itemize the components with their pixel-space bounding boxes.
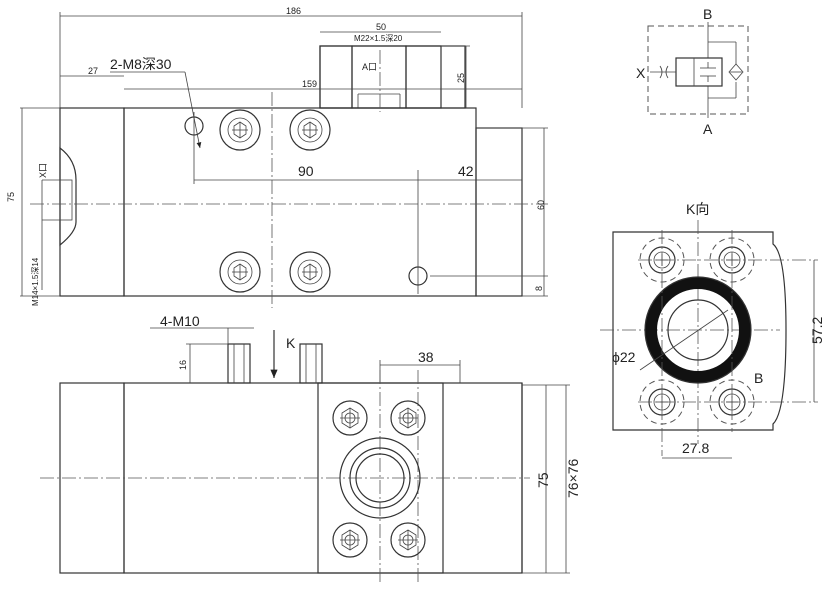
front-bolt-tl: [332, 400, 368, 436]
k-view-port-outer: [644, 276, 752, 384]
front-bolt-tr: [390, 400, 426, 436]
bolt-hole-top-right: [289, 109, 331, 151]
front-bolt-br: [390, 522, 426, 558]
stud-bolt-left: [227, 343, 251, 384]
symbol-label-a: A: [703, 121, 713, 137]
symbol-valve-box: [675, 57, 723, 87]
view-k-label: K: [286, 335, 296, 351]
front-bolt-bl: [332, 522, 368, 558]
dim-76-text: 76×76: [565, 458, 581, 498]
dim-90-text: 90: [298, 163, 314, 179]
hydraulic-symbol: B A X: [636, 6, 749, 137]
front-main-port-inner: [355, 453, 405, 503]
k-view-title: K向: [686, 201, 709, 217]
dim-27-text: 27: [88, 66, 98, 76]
dim-186-text: 186: [286, 6, 301, 16]
symbol-boundary: [647, 25, 749, 115]
dim-38-text: 38: [418, 349, 434, 365]
port-x-section: [59, 146, 77, 247]
k-view-outline: [612, 231, 787, 431]
holes-note-text: 2-M8深30: [110, 56, 172, 72]
symbol-label-x: X: [636, 65, 646, 81]
dim-42-text: 42: [458, 163, 474, 179]
dim-25-text: 25: [456, 73, 466, 83]
k-view-dim-572-text: 57.2: [809, 317, 825, 344]
k-view-phi22-text: ϕ22: [612, 349, 636, 365]
dim-16-text: 16: [178, 360, 188, 370]
front-main-port-outer: [339, 437, 421, 519]
front-main-port-middle: [349, 447, 411, 509]
x-thread-text: M14×1.5深14: [31, 257, 40, 306]
dim-60-text: 60: [536, 200, 546, 210]
bolt-hole-top-left: [219, 109, 261, 151]
front-view: 4-M10 16 K 38: [40, 313, 581, 585]
port-a-bore: [351, 45, 407, 109]
end-cover-left: [59, 107, 125, 297]
k-view: K向 ϕ22: [600, 201, 825, 459]
k-view-label-b: B: [754, 370, 763, 386]
stud-bolt-right: [299, 343, 323, 384]
k-view-port-seal-ring: [645, 277, 751, 383]
bolt-hole-bottom-right: [289, 251, 331, 293]
end-cover-right: [475, 127, 523, 297]
top-view: 186 A口 50 M22×1.5深20 25 27 2-M8深30 159: [6, 6, 548, 308]
port-a-label: A口: [362, 62, 377, 72]
symbol-label-b: B: [703, 6, 712, 22]
k-view-port-inner: [667, 299, 729, 361]
dim-75-left-text: 75: [6, 192, 16, 202]
port-x-label: X口: [38, 163, 48, 178]
dim-50-text: 50: [376, 22, 386, 32]
dim-75-front-text: 75: [535, 472, 551, 488]
port-boss-section: [319, 45, 466, 109]
k-view-dim-278-text: 27.8: [682, 440, 709, 456]
bolts-note-text: 4-M10: [160, 313, 200, 329]
port-thread-text: M22×1.5深20: [354, 34, 403, 43]
dim-8-text: 8: [534, 286, 544, 291]
dim-159-text: 159: [302, 79, 317, 89]
bolt-hole-bottom-left: [219, 251, 261, 293]
